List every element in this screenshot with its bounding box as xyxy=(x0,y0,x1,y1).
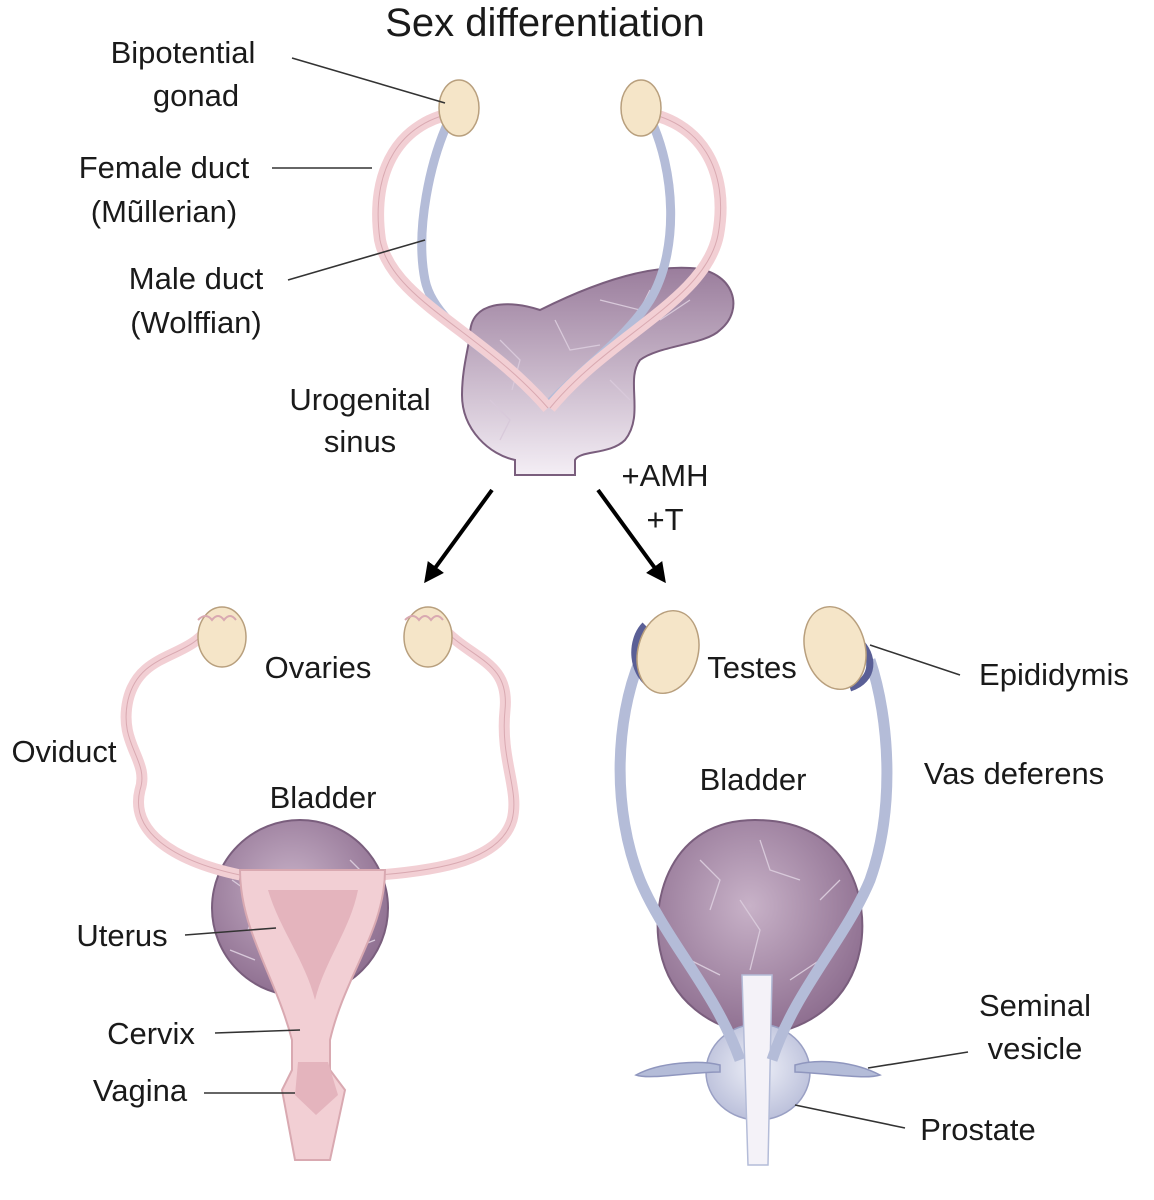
label-amh: +AMH xyxy=(622,458,709,493)
ovary-right xyxy=(403,606,453,668)
leader-bipotential-gonad xyxy=(291,57,446,104)
male-system xyxy=(614,605,893,1166)
testis-right xyxy=(803,605,874,692)
leader-male-duct xyxy=(287,239,426,281)
label-t: +T xyxy=(646,502,683,537)
label-oviduct: Oviduct xyxy=(11,734,116,769)
label-vesicle: vesicle xyxy=(988,1031,1083,1066)
label-mullerian: (Mũllerian) xyxy=(91,194,237,229)
label-vagina: Vagina xyxy=(93,1073,188,1108)
ovary-left xyxy=(197,606,247,668)
label-prostate: Prostate xyxy=(920,1112,1035,1147)
label-seminal: Seminal xyxy=(979,988,1091,1023)
arrow-to-female xyxy=(424,488,494,584)
oviduct-right xyxy=(379,621,520,881)
label-cervix: Cervix xyxy=(107,1016,195,1051)
label-vas-deferens: Vas deferens xyxy=(924,756,1104,791)
label-male-duct: Male duct xyxy=(129,261,264,296)
urethra xyxy=(741,974,773,1166)
arrow-to-male xyxy=(596,488,666,584)
leader-epididymis xyxy=(869,644,961,676)
vaginal-canal xyxy=(295,1062,338,1115)
label-ovaries: Ovaries xyxy=(265,650,372,685)
label-female-bladder: Bladder xyxy=(270,780,377,815)
vas-deferens-left xyxy=(614,657,746,1062)
diagram-title: Sex differentiation xyxy=(385,1,704,45)
uterus xyxy=(238,869,387,1161)
label-sinus: sinus xyxy=(324,424,396,459)
label-wolffian: (Wolffian) xyxy=(130,305,262,340)
label-bipotential: Bipotential xyxy=(111,35,256,70)
label-uterus: Uterus xyxy=(76,918,167,953)
leader-cervix xyxy=(214,1029,301,1034)
leader-seminal-vesicle xyxy=(867,1051,969,1069)
urogenital-sinus-shape xyxy=(460,266,735,476)
leader-uterus xyxy=(184,927,277,936)
vas-deferens-right xyxy=(766,658,893,1062)
label-male-bladder: Bladder xyxy=(700,762,807,797)
label-urogenital: Urogenital xyxy=(289,382,430,417)
label-gonad: gonad xyxy=(153,78,239,113)
testis-left xyxy=(631,609,700,695)
indifferent-stage xyxy=(372,79,735,476)
uterine-cavity xyxy=(268,890,358,1000)
leader-prostate xyxy=(794,1104,906,1129)
label-epididymis: Epididymis xyxy=(979,657,1129,692)
seminal-vesicle-left xyxy=(634,1061,721,1078)
bipotential-gonad-right xyxy=(620,79,662,137)
seminal-vesicle-right xyxy=(794,1060,882,1078)
female-system xyxy=(120,606,520,1161)
label-testes: Testes xyxy=(707,650,797,685)
bipotential-gonad-left xyxy=(438,79,480,137)
label-female-duct: Female duct xyxy=(79,150,250,185)
